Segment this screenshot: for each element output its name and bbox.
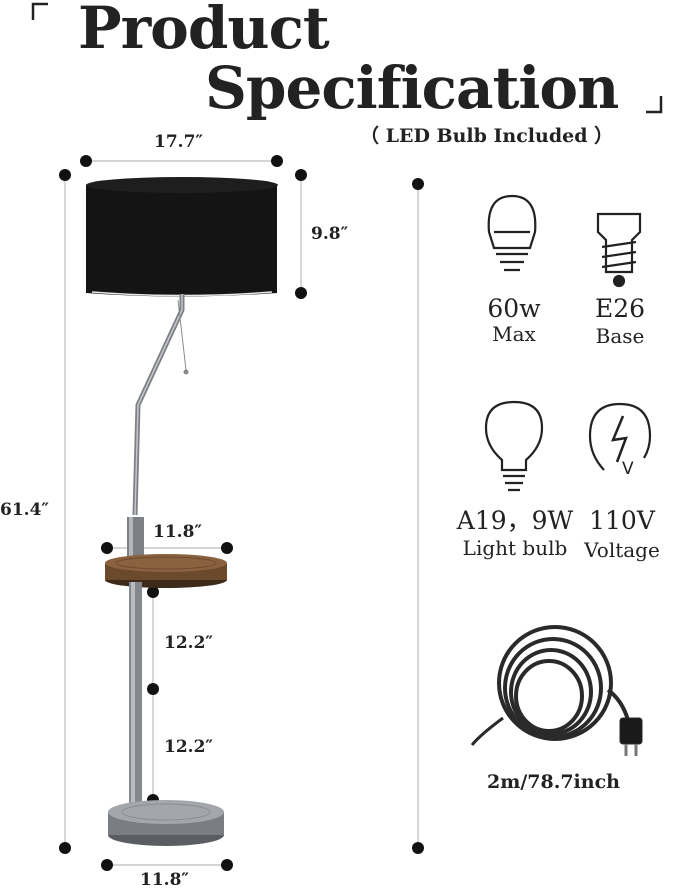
voltage-icon bbox=[588, 402, 652, 471]
spec-bulb-value: A19，9W bbox=[456, 506, 574, 535]
lower-section-1-label: 12.2″ bbox=[164, 633, 213, 653]
dimension-lines bbox=[64, 160, 419, 866]
page-title-line2: Specification bbox=[205, 54, 619, 122]
spec-base-label: Base bbox=[595, 324, 645, 348]
lamp-arm bbox=[132, 294, 185, 516]
lower-section-2-label: 12.2″ bbox=[164, 737, 213, 757]
voltage-icon-letter: V bbox=[622, 459, 634, 479]
power-cord-icon bbox=[470, 625, 643, 756]
spec-wattage-label: Max bbox=[492, 322, 536, 346]
shade-height-label: 9.8″ bbox=[311, 224, 349, 244]
cord-length-label: 2m/78.7inch bbox=[487, 771, 620, 793]
pull-chain bbox=[177, 299, 187, 371]
spec-base-value: E26 bbox=[594, 294, 646, 323]
led-bulb-icon bbox=[487, 194, 537, 272]
spec-voltage-label: Voltage bbox=[584, 538, 660, 562]
lower-column bbox=[129, 582, 142, 810]
lamp-shade bbox=[86, 177, 277, 297]
page-title-line1: Product bbox=[78, 0, 330, 62]
corner-bracket-top-left bbox=[31, 2, 48, 20]
spec-voltage-value: 110V bbox=[589, 506, 655, 535]
floor-lamp-image bbox=[86, 177, 278, 846]
spec-wattage-value: 60w bbox=[487, 294, 541, 323]
total-height-label: 61.4″ bbox=[0, 500, 49, 520]
corner-bracket-bottom-right bbox=[646, 96, 663, 114]
table-width-label: 11.8″ bbox=[153, 522, 202, 542]
spec-bulb-label: Light bulb bbox=[462, 536, 568, 560]
shade-width-label: 17.7″ bbox=[154, 132, 203, 152]
a19-bulb-icon bbox=[484, 400, 544, 492]
page-subtitle: （ LED Bulb Included ） bbox=[360, 125, 614, 147]
e26-base-icon bbox=[596, 212, 642, 288]
base-width-label: 11.8″ bbox=[140, 870, 189, 890]
